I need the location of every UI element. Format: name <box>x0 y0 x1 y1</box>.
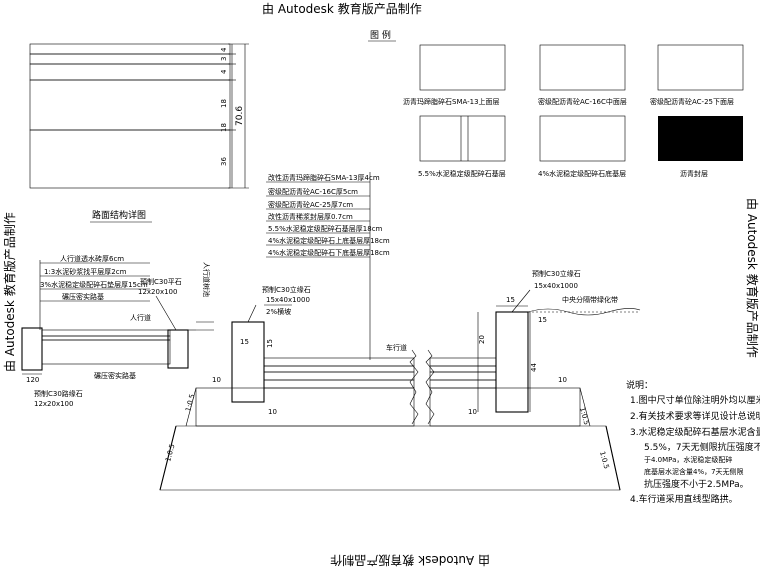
note-line-7: 抗压强度不小于2.5MPa。 <box>644 478 749 490</box>
slope-right-1: 1:0.5 <box>598 450 610 469</box>
legend-label-seal: 沥青封层 <box>680 169 708 178</box>
pavement-layer-callouts: 改性沥青玛蹄脂碎石SMA-13厚4cm 密级配沥青砼AC-16C厚5cm 密级配… <box>266 172 390 360</box>
carriageway-label: 车行道 <box>386 343 407 352</box>
dim-10-b: 10 <box>268 408 277 416</box>
left-curb-slope: 2%横坡 <box>266 307 291 316</box>
dim-120: 120 <box>26 376 39 384</box>
sidewalk-detail: 路面结构详图 人行道透水砖厚6cm 1:3水泥砂浆找平层厚2cm 3%水泥稳定级… <box>21 209 214 408</box>
sidewalk-layer-cushion: 3%水泥稳定级配碎石垫层厚15cm <box>40 280 148 289</box>
dim-10-a: 10 <box>212 376 221 384</box>
top-layer-section: 4 3 4 18 18 36 70.6 <box>29 43 249 189</box>
layer-callout-ac16: 密级配沥青砼AC-16C厚5cm <box>268 187 358 196</box>
tree-pit-label: 人行道树池 <box>202 262 211 297</box>
design-notes: 说明： 1.图中尺寸单位除注明外均以厘米计 2.有关技术要求等详见设计总说明。 … <box>626 379 760 505</box>
left-curb-size: 15x40x1000 <box>266 296 310 304</box>
flat-stone-label: 预制C30平石 <box>140 277 182 286</box>
legend-label-ac25: 密级配沥青砼AC-25下面层 <box>650 97 734 106</box>
layer-callout-ac25: 密级配沥青砼AC-25厚7cm <box>268 200 353 209</box>
dim-15-right-a: 15 <box>506 296 515 304</box>
right-curb-stone <box>495 311 529 413</box>
sidewalk-label: 人行道 <box>130 313 151 322</box>
legend-swatch-seal <box>658 116 743 161</box>
median-label: 中央分隔带绿化带 <box>562 295 618 304</box>
dim-15-right-b: 15 <box>538 316 547 324</box>
right-curb-label: 预制C30立缘石 <box>532 269 581 278</box>
dim-4b: 4 <box>220 69 228 74</box>
layer-callout-sma: 改性沥青玛蹄脂碎石SMA-13厚4cm <box>268 173 380 182</box>
watermark-right: 由 Autodesk 教育版产品制作 <box>745 198 760 358</box>
right-curb-size: 15x40x1000 <box>534 282 578 290</box>
legend-title: 图 例 <box>370 29 391 41</box>
note-line-4: 5.5%，7天无侧限抗压强度不 <box>644 441 760 453</box>
sidewalk-title: 路面结构详图 <box>92 209 146 221</box>
left-curb-stone <box>231 321 265 403</box>
dim-10-c: 10 <box>468 408 477 416</box>
legend: 图 例 沥青玛蹄脂碎石SMA-13上面层 密级配沥青砼AC-16C中面层 密级配… <box>368 29 744 178</box>
left-curb-label: 预制C30立缘石 <box>262 285 311 294</box>
note-line-6: 底基层水泥含量4%，7天无侧限 <box>644 467 744 476</box>
dim-4a: 4 <box>220 47 228 52</box>
slope-left-1: 1:0.5 <box>164 443 176 462</box>
layer-callout-subbase-upper: 4%水泥稳定级配碎石上底基层厚18cm <box>268 236 390 245</box>
legend-label-sma: 沥青玛蹄脂碎石SMA-13上面层 <box>403 97 500 106</box>
dim-18b: 18 <box>220 123 228 132</box>
legend-swatch-subbase <box>539 115 626 162</box>
legend-label-subbase: 4%水泥稳定级配碎石底基层 <box>538 169 626 178</box>
dim-18a: 18 <box>220 99 228 108</box>
dim-36: 36 <box>220 157 228 166</box>
dim-total: 70.6 <box>235 106 245 126</box>
watermark-left: 由 Autodesk 教育版产品制作 <box>2 212 17 372</box>
legend-swatch-sma <box>419 44 506 91</box>
watermark-top: 由 Autodesk 教育版产品制作 <box>262 1 422 16</box>
dim-44: 44 <box>530 363 538 372</box>
legend-swatch-ac25 <box>657 44 744 91</box>
note-line-5: 于4.0MPa，水泥稳定级配碎 <box>644 455 732 464</box>
dim-15-left-a: 15 <box>240 338 249 346</box>
dim-20: 20 <box>478 335 486 344</box>
note-line-2: 2.有关技术要求等详见设计总说明。 <box>630 410 760 422</box>
base-stone-label: 预制C30路缘石 <box>34 389 83 398</box>
flat-stone-size: 12x20x100 <box>138 288 177 296</box>
notes-title: 说明： <box>626 379 653 391</box>
sidewalk-layer-paver: 人行道透水砖厚6cm <box>60 254 124 263</box>
legend-swatch-ac16 <box>539 44 626 91</box>
layer-callout-subbase-lower: 4%水泥稳定级配碎石下底基层厚18cm <box>268 248 390 257</box>
watermark-bottom: 由 Autodesk 教育版产品制作 <box>330 553 490 568</box>
road-section: 预制C30立缘石 15x40x1000 2%横坡 15 15 车行道 1:0.5… <box>159 269 641 491</box>
sidewalk-layer-subgrade: 碾压密实路基 <box>62 292 104 301</box>
dim-10-d: 10 <box>558 376 567 384</box>
sidewalk-layer-mortar: 1:3水泥砂浆找平层厚2cm <box>44 267 127 276</box>
subgrade-label: 碾压密实路基 <box>94 371 136 380</box>
note-line-1: 1.图中尺寸单位除注明外均以厘米计 <box>630 394 760 406</box>
base-stone-size: 12x20x100 <box>34 400 73 408</box>
legend-swatch-base <box>419 115 506 162</box>
note-line-8: 4.车行道采用直线型路拱。 <box>630 493 738 505</box>
dim-3: 3 <box>220 57 228 61</box>
legend-label-ac16: 密级配沥青砼AC-16C中面层 <box>538 97 627 106</box>
legend-label-base: 5.5%水泥稳定级配碎石基层 <box>418 169 506 178</box>
layer-callout-seal: 改性沥青稀浆封层厚0.7cm <box>268 212 353 221</box>
note-line-3: 3.水泥稳定级配碎石基层水泥含量 <box>630 426 760 438</box>
dim-15-left-b: 15 <box>266 339 274 348</box>
layer-callout-base: 5.5%水泥稳定级配碎石基层厚18cm <box>268 224 383 233</box>
